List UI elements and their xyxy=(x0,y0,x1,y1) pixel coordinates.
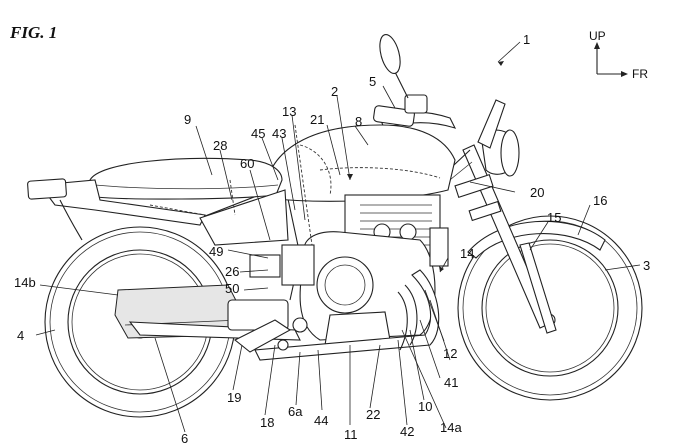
ref-label-15: 15 xyxy=(547,210,561,225)
air-intake xyxy=(249,227,449,286)
tank-dash-a xyxy=(299,144,332,196)
ref-label-5: 5 xyxy=(369,74,376,89)
ref-label-10: 10 xyxy=(418,399,432,414)
ref-label-20: 20 xyxy=(530,185,544,200)
seat xyxy=(89,157,283,200)
ref-label-44: 44 xyxy=(314,413,328,428)
radiator-part xyxy=(429,227,449,267)
ref-label-1: 1 xyxy=(523,32,530,47)
figure-title: FIG. 1 xyxy=(9,23,57,42)
side-cover xyxy=(199,189,289,246)
ref-label-9: 9 xyxy=(184,112,191,127)
ref-label-8: 8 xyxy=(355,114,362,129)
handlebar xyxy=(373,33,457,129)
ref-label-3: 3 xyxy=(643,258,650,273)
ref-label-22: 22 xyxy=(366,407,380,422)
direction-indicator: UP FR xyxy=(589,29,648,81)
up-arrow-icon xyxy=(594,42,600,49)
ref-label-42: 42 xyxy=(400,424,414,439)
arrow-1-icon xyxy=(498,61,504,66)
arrow-14-icon xyxy=(439,266,444,272)
ref-label-18: 18 xyxy=(260,415,274,430)
ref-label-14b: 14b xyxy=(14,275,36,290)
ref-label-6: 6 xyxy=(181,431,188,446)
reference-labels: 1 2 3 4 5 6 6a 8 9 10 11 12 13 14 14a 14… xyxy=(14,32,650,446)
ref-label-14: 14 xyxy=(460,246,474,261)
ref-label-12: 12 xyxy=(443,346,457,361)
ref-label-50: 50 xyxy=(225,281,239,296)
arrow-2-icon xyxy=(347,174,353,180)
front-fork xyxy=(454,144,557,334)
ref-label-13: 13 xyxy=(282,104,296,119)
ref-label-2: 2 xyxy=(331,84,338,99)
mirror xyxy=(379,33,401,75)
ref-label-45: 45 xyxy=(251,126,265,141)
ref-label-43: 43 xyxy=(272,126,286,141)
headlight xyxy=(477,99,520,177)
ref-label-14a: 14a xyxy=(440,420,462,435)
ref-label-60: 60 xyxy=(240,156,254,171)
ref-label-11: 11 xyxy=(344,427,358,442)
ref-label-41: 41 xyxy=(444,375,458,390)
ref-label-49: 49 xyxy=(209,244,223,259)
ref-label-28: 28 xyxy=(213,138,227,153)
tail-light xyxy=(27,178,67,200)
forward-label: FR xyxy=(632,67,648,81)
ref-label-26: 26 xyxy=(225,264,239,279)
ref-label-19: 19 xyxy=(227,390,241,405)
fuel-tank xyxy=(264,124,456,202)
footrest-bracket xyxy=(233,319,292,353)
forward-arrow-icon xyxy=(621,71,628,77)
ref-label-4: 4 xyxy=(17,328,24,343)
ref-label-16: 16 xyxy=(593,193,607,208)
front-wheel xyxy=(457,215,643,401)
rear-tail xyxy=(27,178,206,241)
frame-dash-a xyxy=(229,179,236,216)
ref-label-21: 21 xyxy=(310,112,324,127)
ref-label-6a: 6a xyxy=(288,404,303,419)
frame-dash-b xyxy=(294,124,313,246)
up-label: UP xyxy=(589,29,606,43)
